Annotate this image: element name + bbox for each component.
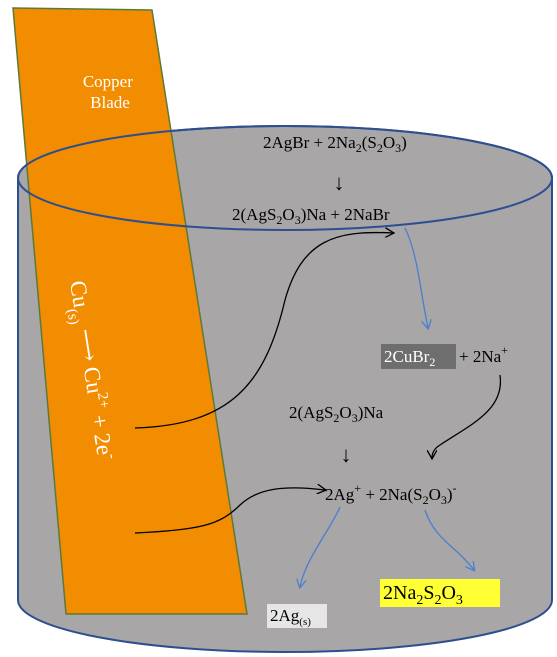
- complex-down-arrow: ↓: [341, 442, 352, 467]
- complex-to-thiosulfate-arrow: [424, 509, 474, 570]
- electron-arrow-lower: [134, 488, 325, 534]
- reactants-equation: 2AgBr + 2Na2(S2O3): [263, 133, 407, 155]
- silver-solid-species: 2Ag(s): [270, 606, 311, 628]
- nabr-to-cubr2-arrow: [404, 227, 428, 328]
- copper-blade: [12, 7, 248, 615]
- silver-complex-label: 2(AgS2O3)Na: [289, 403, 384, 425]
- silver-ion-to-solid-arrow: [300, 506, 341, 587]
- reaction-down-arrow: ↓: [334, 170, 345, 195]
- cubr2-species: 2CuBr2: [384, 347, 435, 369]
- silver-solid-highlight: [267, 604, 327, 628]
- silver-ion-equation: 2Ag+ + 2Na(S2O3)-: [325, 481, 457, 507]
- oxidation-half-reaction: Cu(s) ⟶ Cu2+ + 2e-: [59, 279, 120, 463]
- regenerated-thiosulfate: 2Na2S2O3: [383, 582, 463, 608]
- sodium-ion-species: + 2Na+: [459, 343, 508, 366]
- cubr2-highlight: [381, 344, 456, 369]
- electron-arrow-upper: [134, 233, 393, 429]
- products-equation: 2(AgS2O3)Na + 2NaBr: [232, 205, 390, 227]
- blade-label: Copper Blade: [83, 72, 137, 112]
- sodium-to-silver-arrow: [432, 374, 502, 458]
- cylinder-top-rim: [17, 125, 553, 231]
- thiosulfate-highlight: [380, 579, 500, 607]
- oxidation-arrow: ⟶: [73, 327, 103, 364]
